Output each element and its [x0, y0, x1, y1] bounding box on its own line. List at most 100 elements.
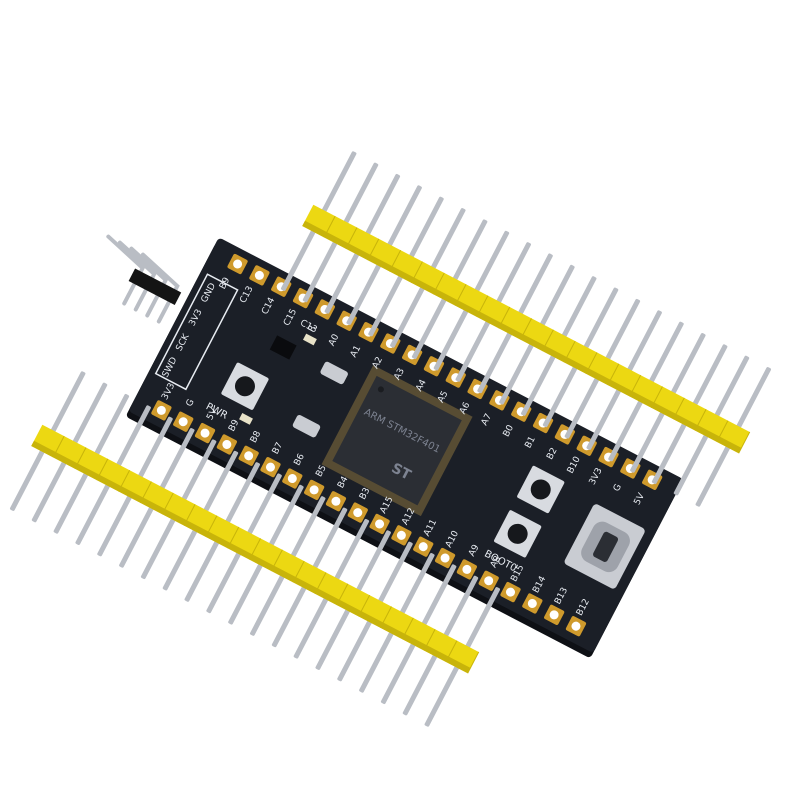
- bottom-pin-label: B4: [336, 475, 350, 490]
- bottom-pad-hole: [549, 610, 559, 620]
- top-pin-label: A7: [480, 412, 494, 427]
- angled-pin-header: [106, 234, 182, 324]
- header-segment-divider: [139, 481, 152, 504]
- header-segment-divider: [292, 560, 305, 583]
- user-key-button[interactable]: [516, 465, 565, 514]
- header-segment-divider: [716, 420, 729, 443]
- header-segment-divider: [74, 447, 87, 470]
- header-segment-divider: [423, 628, 436, 651]
- top-pin-label: A3: [393, 367, 407, 382]
- top-pin-label: B9: [218, 276, 232, 291]
- header-segment-divider: [183, 504, 196, 526]
- header-segment-divider: [367, 238, 380, 261]
- crystal-lse: [292, 414, 321, 438]
- bottom-pin-label: G: [185, 398, 197, 409]
- header-segment-divider: [323, 215, 336, 238]
- header-segment-divider: [161, 492, 174, 515]
- bottom-pad-hole: [396, 530, 406, 540]
- bottom-pad-hole: [440, 553, 450, 563]
- bottom-pad-hole: [265, 462, 275, 472]
- reset-button[interactable]: [221, 362, 270, 411]
- header-segment-divider: [205, 515, 218, 538]
- header-segment-divider: [520, 318, 532, 340]
- header-segment-divider: [336, 583, 349, 606]
- top-pin-label: A6: [458, 401, 472, 416]
- header-segment-divider: [96, 458, 109, 481]
- header-segment-divider: [467, 651, 480, 674]
- header-segment-divider: [629, 374, 642, 397]
- header-segment-divider: [358, 594, 371, 617]
- header-segment-divider: [227, 526, 240, 549]
- top-pin-label: A2: [371, 355, 385, 370]
- bottom-pad-hole: [156, 405, 166, 415]
- bottom-pad-hole: [200, 428, 210, 438]
- angled-pin: [140, 252, 180, 324]
- top-pin-label: A1: [349, 344, 363, 359]
- bottom-pin-label: B5: [314, 464, 328, 479]
- boot0-button[interactable]: [493, 510, 542, 559]
- bottom-pad-hole: [418, 542, 428, 552]
- bottom-pad-hole: [309, 485, 319, 495]
- bottom-pad-hole: [222, 439, 232, 449]
- top-pin-label: G: [612, 483, 624, 494]
- angled-pin: [106, 234, 146, 306]
- header-segment-divider: [401, 617, 414, 640]
- top-pin-label: A4: [414, 378, 428, 393]
- regulator: [269, 335, 297, 360]
- header-segment-divider: [672, 397, 685, 420]
- header-segment-divider: [379, 606, 392, 629]
- top-pin-label: B0: [502, 423, 516, 438]
- top-pin-label: A5: [436, 390, 450, 405]
- header-segment-divider: [585, 352, 598, 374]
- top-pad-hole: [254, 270, 264, 280]
- header-segment-divider: [432, 272, 445, 295]
- header-segment-divider: [345, 227, 358, 250]
- header-segment-divider: [607, 363, 620, 386]
- c13-led: [302, 333, 317, 346]
- bottom-pad-hole: [527, 598, 537, 608]
- header-segment-divider: [445, 640, 458, 663]
- header-segment-divider: [249, 538, 261, 560]
- bottom-pad-hole: [506, 587, 516, 597]
- crystal-hse: [320, 361, 348, 385]
- bottom-pin-label: B9: [227, 418, 241, 433]
- pin-header-top: [280, 151, 772, 507]
- header-segment-divider: [541, 329, 554, 352]
- header-segment-divider: [498, 306, 511, 329]
- header-segment-divider: [410, 261, 423, 284]
- header-segment-divider: [476, 295, 489, 318]
- pwr-led: [239, 413, 253, 425]
- header-segment-divider: [270, 549, 283, 572]
- pin-header-bottom: [9, 371, 501, 727]
- angled-pin: [117, 240, 157, 312]
- usb-c-connector[interactable]: [563, 503, 646, 590]
- bottom-pad-hole: [244, 451, 254, 461]
- header-segment-divider: [563, 340, 576, 363]
- bottom-pad-hole: [375, 519, 385, 529]
- bottom-pad-hole: [178, 417, 188, 427]
- bottom-pin-label: B3: [358, 486, 372, 501]
- swd-header-outline: [154, 273, 239, 391]
- bottom-pad-hole: [287, 474, 297, 484]
- bottom-pin-label: B6: [293, 452, 307, 467]
- header-segment-divider: [454, 284, 467, 306]
- bottom-pin-label: B7: [271, 441, 285, 456]
- bottom-pin-label: A8: [489, 554, 503, 569]
- mcu-chip: ARM STM32F401 ST: [321, 365, 473, 517]
- header-segment-divider: [389, 249, 402, 272]
- top-pin-label: B1: [523, 435, 537, 450]
- top-pin-label: R: [307, 324, 319, 334]
- bottom-pin-label: A9: [467, 543, 481, 558]
- header-segment-divider: [650, 386, 663, 409]
- bottom-pad-hole: [462, 564, 472, 574]
- top-pin-label: A0: [327, 332, 341, 347]
- header-segment-divider: [738, 431, 751, 454]
- angled-header-body: [128, 268, 182, 305]
- header-segment-divider: [52, 435, 65, 458]
- bottom-pad-hole: [353, 508, 363, 518]
- bottom-pin-label: B8: [249, 429, 263, 444]
- top-pad-hole: [233, 259, 243, 269]
- top-pin-label: B2: [545, 446, 559, 461]
- angled-pin: [129, 246, 169, 318]
